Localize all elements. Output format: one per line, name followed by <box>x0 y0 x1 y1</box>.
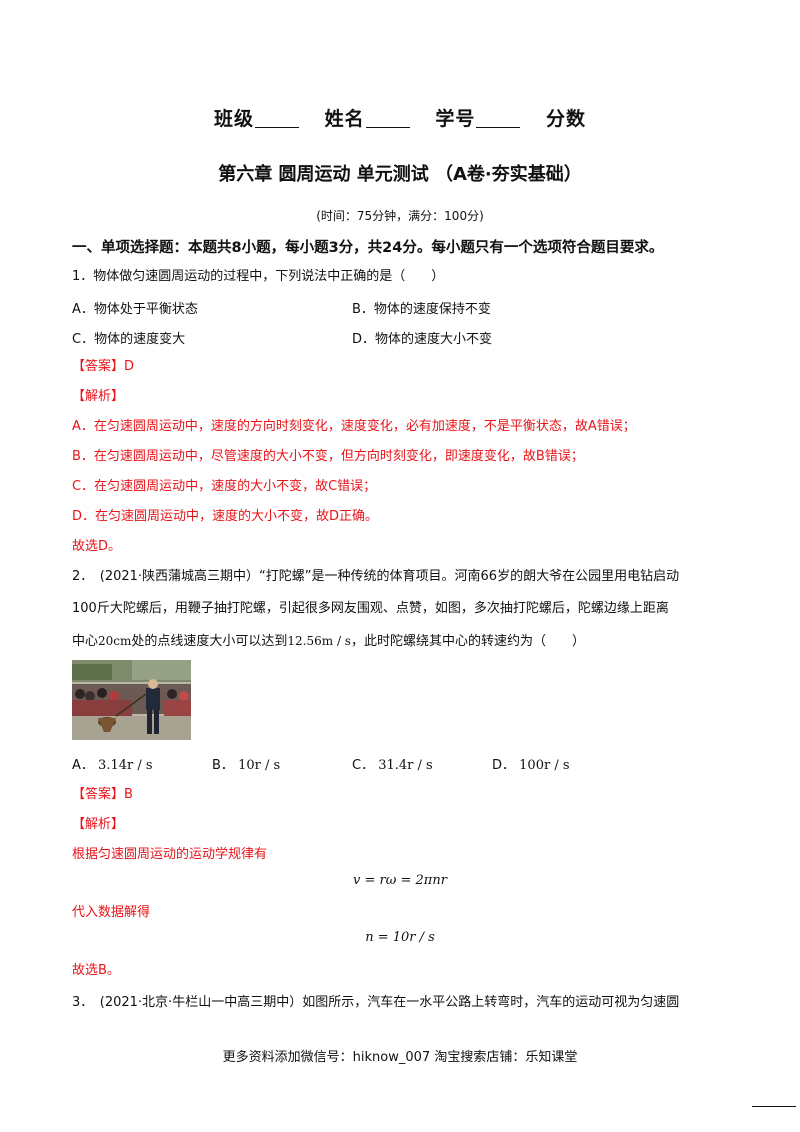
class-blank[interactable] <box>255 109 300 128</box>
q2-stem-line1: 2． (2021·陕西蒲城高三期中）“打陀螺”是一种传统的体育项目。河南66岁的… <box>72 569 680 584</box>
q2-option-d-value: 100r / s <box>519 758 570 773</box>
q2-answer: 【答案】B <box>72 787 133 802</box>
q2-stem-center-text: 中心 <box>72 634 99 649</box>
q2-option-a-value: 3.14r / s <box>98 758 153 773</box>
q1-option-d: D．物体的速度大小不变 <box>352 332 493 347</box>
q2-option-a: A． 3.14r / s <box>72 754 153 773</box>
section-heading: 一、单项选择题：本题共8小题，每小题3分，共24分。每小题只有一个选项符合题目要… <box>72 240 664 256</box>
chapter-title: 第六章 圆周运动 单元测试 （A卷·夯实基础） <box>218 164 582 185</box>
q2-option-b-letter: B． <box>212 758 234 773</box>
q2-option-d: D． 100r / s <box>492 754 570 773</box>
student-info-fields: 班级 姓名 学号 分数 <box>0 104 800 131</box>
exam-info: (时间：75分钟，满分：100分) <box>316 209 484 223</box>
q2-stem-line2: 100斤大陀螺后，用鞭子抽打陀螺，引起很多网友围观、点赞，如图，多次抽打陀螺后，… <box>72 601 669 616</box>
q1-option-c: C．物体的速度变大 <box>72 332 186 347</box>
q2-analysis-line1: 根据匀速圆周运动的运动学规律有 <box>72 847 268 862</box>
corner-divider <box>752 1106 796 1107</box>
id-field[interactable]: 学号 <box>435 104 521 131</box>
class-field[interactable]: 班级 <box>214 104 300 131</box>
q1-analysis-d: D．在匀速圆周运动中，速度的大小不变，故D正确。 <box>72 509 379 524</box>
score-field: 分数 <box>546 104 586 131</box>
id-label: 学号 <box>435 108 476 130</box>
q1-analysis-b: B．在匀速圆周运动中，尽管速度的大小不变，但方向时刻变化，即速度变化，故B错误； <box>72 449 584 464</box>
q1-stem: 1．物体做匀速圆周运动的过程中，下列说法中正确的是（ ） <box>72 269 445 284</box>
q2-option-b-value: 10r / s <box>238 758 281 773</box>
spinning-top-photo <box>72 660 191 740</box>
id-blank[interactable] <box>476 109 521 128</box>
name-blank[interactable] <box>365 109 410 128</box>
q2-option-c-letter: C． <box>352 758 375 773</box>
score-label: 分数 <box>545 108 586 130</box>
page-footer: 更多资料添加微信号：hiknow_007 淘宝搜索店铺：乐知课堂 <box>222 1050 578 1065</box>
q1-option-a: A．物体处于平衡状态 <box>72 302 198 317</box>
q1-analysis-label: 【解析】 <box>72 389 125 404</box>
q2-stem-point-text: 处的点线速度大小可以达到 <box>131 634 288 649</box>
q2-analysis-label: 【解析】 <box>72 817 125 832</box>
q2-velocity-formula: 12.56m / s <box>287 634 351 648</box>
spinning-top-photo-art <box>72 660 191 740</box>
q1-analysis-c: C．在匀速圆周运动中，速度的大小不变，故C错误； <box>72 479 377 494</box>
q1-conclusion: 故选D。 <box>72 539 122 554</box>
q2-conclusion: 故选B。 <box>72 963 120 978</box>
q2-equation-2: n = 10r / s <box>365 930 435 945</box>
q2-analysis-line2: 代入数据解得 <box>72 905 151 920</box>
q2-stem-question-text: ，此时陀螺绕其中心的转速约为（ ） <box>350 634 585 649</box>
q2-radius-formula: 20cm <box>98 634 132 648</box>
q2-equation-1: v = rω = 2πnr <box>353 873 447 888</box>
q2-stem-line3: 中心20cm处的点线速度大小可以达到12.56m / s，此时陀螺绕其中心的转速… <box>72 632 585 651</box>
q2-option-b: B． 10r / s <box>212 754 280 773</box>
q2-option-d-letter: D． <box>492 758 516 773</box>
name-field[interactable]: 姓名 <box>325 104 410 131</box>
q2-option-c: C． 31.4r / s <box>352 754 433 773</box>
q3-stem-line1: 3． (2021·北京·牛栏山一中高三期中）如图所示，汽车在一水平公路上转弯时，… <box>72 995 680 1010</box>
q1-option-b: B．物体的速度保持不变 <box>352 302 491 317</box>
q2-option-c-value: 31.4r / s <box>378 758 433 773</box>
q1-answer: 【答案】D <box>72 359 135 374</box>
q1-analysis-a: A．在匀速圆周运动中，速度的方向时刻变化，速度变化，必有加速度，不是平衡状态，故… <box>72 419 636 434</box>
name-label: 姓名 <box>324 108 365 130</box>
q2-options: A． 3.14r / s B． 10r / s C． 31.4r / s D． … <box>72 754 712 774</box>
q2-option-a-letter: A． <box>72 758 94 773</box>
class-label: 班级 <box>214 108 255 130</box>
